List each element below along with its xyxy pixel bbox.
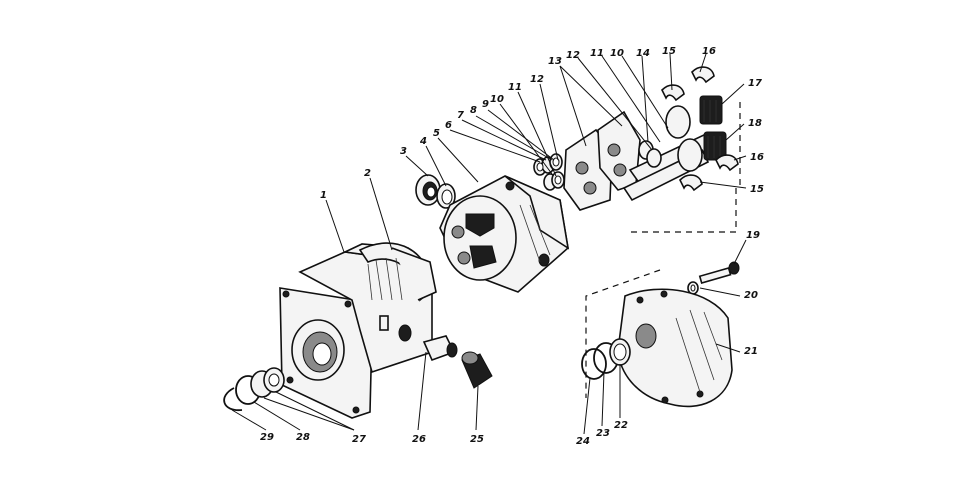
housing-sleeve	[391, 247, 437, 301]
small-rings	[533, 153, 565, 191]
leader-lines	[231, 53, 747, 435]
callout-14: 14	[636, 48, 650, 59]
callout-22: 22	[614, 420, 628, 431]
callout-10b: 10	[610, 48, 624, 59]
shaft-seal-kit	[223, 367, 285, 411]
wear-plates	[563, 110, 641, 211]
callout-3: 3	[400, 146, 407, 157]
callout-7: 7	[457, 110, 464, 121]
gear-body	[439, 175, 570, 293]
callout-20: 20	[744, 290, 758, 301]
callout-19: 19	[746, 230, 760, 241]
cover-bolt	[687, 261, 740, 295]
callout-10a: 10	[490, 94, 504, 105]
callout-24: 24	[576, 436, 590, 447]
callout-13: 13	[548, 56, 562, 67]
callout-1: 1	[320, 190, 327, 201]
callout-27: 27	[352, 434, 366, 445]
callout-5: 5	[433, 128, 440, 139]
callout-12a: 12	[530, 74, 544, 85]
callout-16a: 16	[702, 46, 716, 57]
callout-17: 17	[748, 78, 762, 89]
callout-15b: 15	[750, 184, 764, 195]
callout-2: 2	[364, 168, 371, 179]
callout-8: 8	[470, 105, 477, 116]
callout-15a: 15	[662, 46, 676, 57]
seal-rings	[415, 174, 456, 209]
gear-shafts	[622, 66, 739, 202]
callout-11b: 11	[590, 48, 604, 59]
callout-25: 25	[470, 434, 484, 445]
callout-16b: 16	[750, 152, 764, 163]
callout-29: 29	[260, 432, 274, 443]
fitting-and-sleeve	[422, 335, 493, 389]
callout-9: 9	[482, 99, 489, 110]
o-rings	[581, 338, 631, 380]
callout-12b: 12	[566, 50, 580, 61]
callout-labels: 1 2 3 4 5 6 7 8 9 10 11 12 13 12 11 10 1…	[260, 46, 764, 447]
callout-6: 6	[445, 120, 452, 131]
assembly-lines	[585, 102, 741, 398]
callout-23: 23	[596, 428, 610, 439]
callout-28: 28	[296, 432, 310, 443]
callout-26: 26	[412, 434, 426, 445]
callout-18: 18	[748, 118, 762, 129]
callout-21: 21	[744, 346, 758, 357]
callout-4: 4	[419, 136, 427, 147]
rear-cover	[617, 288, 733, 408]
callout-11a: 11	[508, 82, 522, 93]
